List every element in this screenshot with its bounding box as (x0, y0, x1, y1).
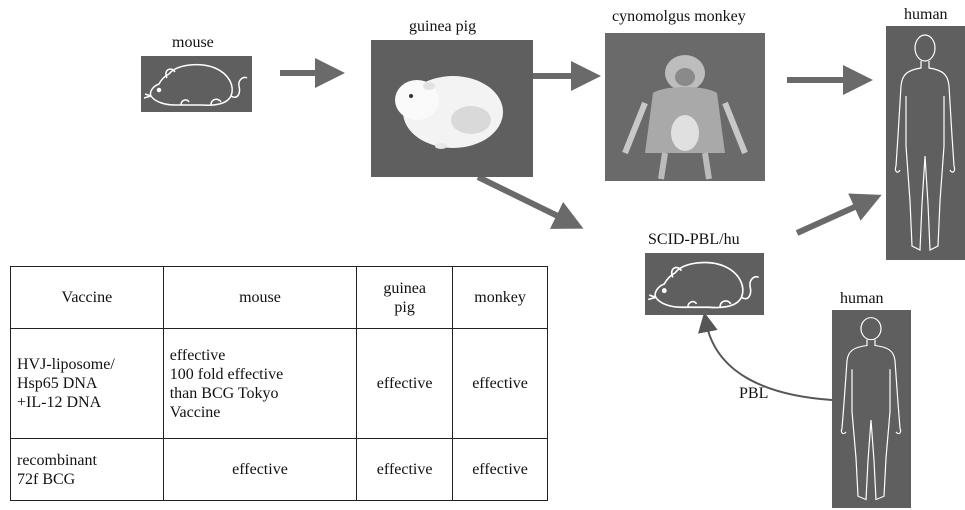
arrow-guinea-pig-to-scid (478, 177, 570, 222)
monkey-photo-icon (605, 33, 765, 181)
scid-mouse-image (645, 253, 764, 315)
cell-mouse: effective (163, 439, 356, 501)
cell-mouse: effective 100 fold effective than BCG To… (163, 329, 356, 439)
table-row: HVJ-liposome/ Hsp65 DNA +IL-12 DNA effec… (11, 329, 548, 439)
guinea-pig-image (371, 40, 533, 177)
guinea-pig-photo-icon (371, 40, 533, 177)
cell-monkey: effective (453, 439, 548, 501)
human-bottom-outline-icon (832, 310, 911, 508)
header-mouse: mouse (163, 267, 356, 329)
cell-vaccine: recombinant 72f BCG (11, 439, 164, 501)
human-top-image (886, 26, 965, 260)
label-pbl: PBL (739, 385, 768, 403)
scid-mouse-outline-icon (645, 253, 764, 315)
label-human-top: human (904, 6, 948, 24)
label-cynomolgus-monkey: cynomolgus monkey (612, 8, 746, 26)
header-guinea-pig: guinea pig (357, 267, 453, 329)
mouse-image (141, 56, 252, 112)
arrow-scid-to-human (797, 201, 868, 233)
label-human-bottom: human (840, 290, 884, 308)
header-monkey: monkey (453, 267, 548, 329)
cynomolgus-monkey-image (605, 33, 765, 181)
cell-guinea-pig: effective (357, 329, 453, 439)
arrow-pbl-curve (706, 322, 832, 400)
cell-monkey: effective (453, 329, 548, 439)
vaccine-efficacy-table: Vaccine mouse guinea pig monkey HVJ-lipo… (10, 266, 548, 501)
header-vaccine: Vaccine (11, 267, 164, 329)
label-mouse: mouse (172, 34, 214, 52)
table-row: recombinant 72f BCG effective effective … (11, 439, 548, 501)
human-bottom-image (832, 310, 911, 508)
mouse-outline-icon (141, 56, 252, 112)
cell-vaccine: HVJ-liposome/ Hsp65 DNA +IL-12 DNA (11, 329, 164, 439)
label-guinea-pig: guinea pig (409, 18, 476, 36)
cell-guinea-pig: effective (357, 439, 453, 501)
label-scid-pbl-hu: SCID-PBL/hu (648, 231, 740, 249)
human-outline-icon (886, 26, 965, 260)
table-header-row: Vaccine mouse guinea pig monkey (11, 267, 548, 329)
